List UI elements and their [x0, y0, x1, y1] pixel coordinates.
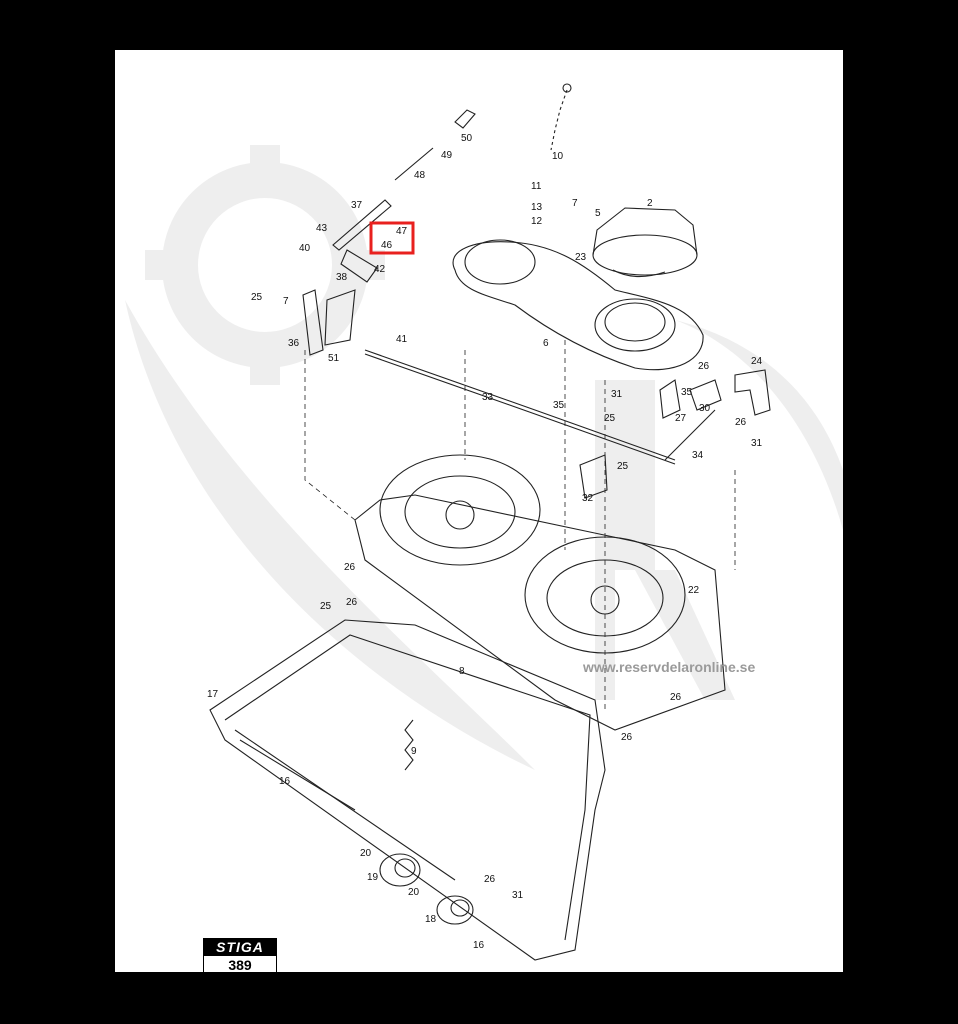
callout-17: 17 [207, 689, 219, 700]
callout-34: 34 [692, 450, 704, 461]
stiga-logo: STIGA 389 [203, 938, 277, 972]
callout-43: 43 [316, 223, 328, 234]
highlight-box [369, 221, 415, 255]
callout-37: 37 [351, 200, 363, 211]
callout-25a: 25 [251, 292, 263, 303]
callout-16a: 16 [279, 776, 291, 787]
callout-7b: 7 [572, 198, 578, 209]
callout-20a: 20 [360, 848, 372, 859]
callout-26e: 26 [670, 692, 682, 703]
callout-22: 22 [688, 585, 700, 596]
parts-diagram-sheet: 2 5 50 49 48 37 43 40 47 46 38 42 25 7 3… [115, 50, 843, 972]
callout-26g: 26 [484, 874, 496, 885]
callout-13: 13 [531, 202, 543, 213]
side-bracket [302, 289, 356, 356]
callout-35a: 35 [681, 387, 693, 398]
watermark-url: www.reservdelaronline.se [582, 659, 755, 675]
right-bracket [659, 369, 771, 461]
callout-46: 46 [381, 240, 393, 251]
callout-30: 30 [699, 403, 711, 414]
roller-wheels [379, 853, 474, 925]
callout-50: 50 [461, 133, 473, 144]
callout-16b: 16 [473, 940, 485, 951]
axle-part [239, 739, 356, 811]
callout-26f: 26 [621, 732, 633, 743]
callout-26b: 26 [735, 417, 747, 428]
callout-26a: 26 [698, 361, 710, 372]
belt-housing-plate [452, 239, 704, 371]
logo-brand: STIGA [204, 939, 276, 956]
callout-51: 51 [328, 353, 340, 364]
callout-6: 6 [543, 338, 549, 349]
bracket-32 [579, 454, 608, 499]
callout-36: 36 [288, 338, 300, 349]
callout-8: 8 [459, 666, 465, 677]
callout-5: 5 [595, 208, 601, 219]
callout-24: 24 [751, 356, 763, 367]
page-number: 389 [228, 957, 252, 972]
callout-19: 19 [367, 872, 379, 883]
belt-cover-part [592, 207, 698, 278]
callout-25b: 25 [604, 413, 616, 424]
callout-31b: 31 [751, 438, 763, 449]
callout-9: 9 [411, 746, 417, 757]
callout-47: 47 [396, 226, 408, 237]
callout-2: 2 [647, 198, 653, 209]
callout-26c: 26 [344, 562, 356, 573]
callout-49: 49 [441, 150, 453, 161]
callout-20b: 20 [408, 887, 420, 898]
callout-10: 10 [552, 151, 564, 162]
front-frame [209, 619, 606, 961]
callout-35b: 35 [553, 400, 565, 411]
callout-27: 27 [675, 413, 687, 424]
callout-31a: 31 [611, 389, 623, 400]
chain-part [550, 89, 568, 151]
callout-32: 32 [582, 493, 594, 504]
callout-38: 38 [336, 272, 348, 283]
callout-25c: 25 [617, 461, 629, 472]
callout-18: 18 [425, 914, 437, 925]
lift-lever [332, 109, 476, 283]
callout-7a: 7 [283, 296, 289, 307]
callout-41: 41 [396, 334, 408, 345]
lift-rod [364, 349, 676, 461]
callout-33: 33 [482, 392, 494, 403]
callout-12: 12 [531, 216, 543, 227]
callout-26d: 26 [346, 597, 358, 608]
callout-42: 42 [374, 264, 386, 275]
callout-40: 40 [299, 243, 311, 254]
assembly-lines [304, 340, 736, 710]
callout-25d: 25 [320, 601, 332, 612]
callout-11: 11 [531, 181, 542, 192]
callout-23: 23 [575, 252, 587, 263]
watermark-logo [125, 145, 843, 770]
spring-part [404, 719, 414, 771]
callout-31c: 31 [512, 890, 524, 901]
callout-48: 48 [414, 170, 426, 181]
exploded-view-diagram: 2 5 50 49 48 37 43 40 47 46 38 42 25 7 3… [125, 83, 843, 961]
